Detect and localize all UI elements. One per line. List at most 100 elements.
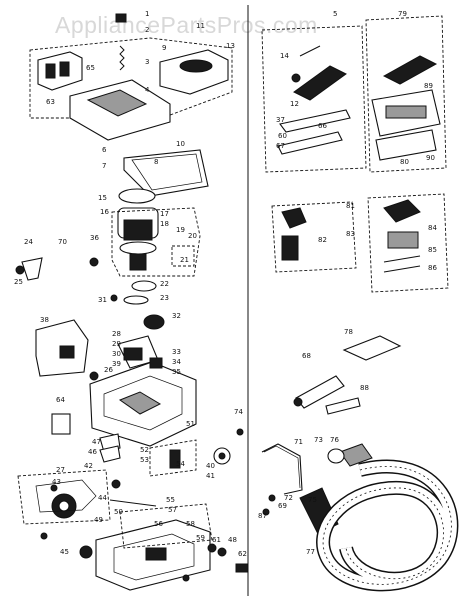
label-part-10: 10 <box>176 140 185 148</box>
part-screw <box>291 73 301 83</box>
part-screw <box>50 484 58 492</box>
label-part-1: 1 <box>145 10 149 18</box>
part-dust-brush <box>383 199 421 223</box>
part-tank-inner <box>103 375 183 431</box>
part-screw <box>217 547 227 557</box>
label-part-49: 49 <box>94 516 103 524</box>
part-screw <box>207 543 217 553</box>
label-part-59: 59 <box>196 534 205 542</box>
label-part-4: 4 <box>145 86 150 94</box>
part-dark-insert <box>45 63 56 79</box>
label-part-30: 30 <box>112 350 121 358</box>
part-hose-elbow <box>261 443 303 495</box>
label-part-6: 6 <box>102 146 107 154</box>
label-part-48: 48 <box>228 536 237 544</box>
part-tank-core <box>118 391 162 415</box>
label-part-39: 39 <box>112 360 121 368</box>
label-part-55: 55 <box>166 496 175 504</box>
group-box-detail <box>149 439 197 477</box>
label-part-71: 71 <box>294 438 303 446</box>
part-screw <box>236 428 244 436</box>
part-latch <box>99 445 121 463</box>
label-part-16: 16 <box>100 208 109 216</box>
label-part-11: 11 <box>196 22 205 30</box>
part-number-labels: 1 2 3 4 5 6 7 8 9 10 11 12 13 14 15 16 1… <box>14 10 437 558</box>
label-part-90: 90 <box>426 154 435 162</box>
label-part-85: 85 <box>428 246 437 254</box>
label-part-42: 42 <box>84 462 93 470</box>
label-part-76: 76 <box>330 436 339 444</box>
part-tool-88 <box>325 397 361 415</box>
part-spring <box>119 45 125 71</box>
part-coupling <box>339 443 373 467</box>
label-part-34: 34 <box>172 358 181 366</box>
part-crevice-tool <box>281 207 307 229</box>
part-ring <box>327 448 345 464</box>
label-part-23: 23 <box>160 294 169 302</box>
label-part-88: 88 <box>360 384 369 392</box>
part-screw <box>110 294 118 302</box>
part-switch <box>169 449 181 469</box>
label-part-80: 80 <box>400 158 409 166</box>
part-screw <box>268 494 276 502</box>
group-box-tool-83 <box>367 193 449 293</box>
label-part-61: 61 <box>212 536 221 544</box>
label-part-82: 82 <box>318 236 327 244</box>
label-part-81: 81 <box>346 202 355 210</box>
label-part-69: 69 <box>278 502 287 510</box>
part-strip <box>383 255 421 263</box>
part-brush-strip <box>279 109 351 133</box>
part-hose-coil-inner <box>317 461 457 590</box>
label-part-51: 51 <box>186 420 195 428</box>
part-motor-core <box>123 219 153 241</box>
label-part-8: 8 <box>154 158 158 166</box>
part-motor-base <box>119 241 157 255</box>
part-fan-blade <box>123 347 143 361</box>
part-caster-frame <box>35 479 97 513</box>
part-screw <box>40 532 48 540</box>
part-wand-tip <box>293 397 303 407</box>
label-part-38: 38 <box>40 316 49 324</box>
part-tray-inner <box>113 533 195 581</box>
part-filter <box>51 413 71 435</box>
label-part-31: 31 <box>98 296 107 304</box>
label-part-9: 9 <box>162 44 166 52</box>
label-part-66: 66 <box>318 122 327 130</box>
label-part-86: 86 <box>428 264 437 272</box>
label-part-5: 5 <box>333 10 337 18</box>
label-part-13: 13 <box>226 42 235 50</box>
label-part-44: 44 <box>98 494 107 502</box>
group-box-motor <box>111 207 201 277</box>
label-part-53: 53 <box>140 456 149 464</box>
part-rod <box>109 499 157 507</box>
part-clip-inner <box>131 153 203 191</box>
group-box-tool-81 <box>271 201 357 273</box>
label-part-24: 24 <box>24 238 33 246</box>
label-part-36: 36 <box>90 234 99 242</box>
group-box-tool-79 <box>365 15 447 173</box>
part-brush-body <box>281 235 299 261</box>
label-part-63: 63 <box>46 98 55 106</box>
label-part-28: 28 <box>112 330 121 338</box>
label-part-40: 40 <box>206 462 215 470</box>
label-part-58: 58 <box>186 520 195 528</box>
label-part-37: 37 <box>276 116 285 124</box>
part-screw <box>89 371 99 381</box>
label-part-73: 73 <box>314 436 323 444</box>
part-screw <box>111 479 121 489</box>
part-ring <box>123 295 149 305</box>
label-part-20: 20 <box>188 232 197 240</box>
label-part-83: 83 <box>346 230 355 238</box>
label-part-18: 18 <box>160 220 169 228</box>
label-part-32: 32 <box>172 312 181 320</box>
label-part-2: 2 <box>145 26 149 34</box>
label-part-21: 21 <box>180 256 189 264</box>
part-screw <box>15 265 25 275</box>
part-caster-hub <box>58 500 70 512</box>
label-part-65: 65 <box>86 64 95 72</box>
label-part-68: 68 <box>302 352 311 360</box>
label-part-52: 52 <box>140 446 149 454</box>
label-part-84: 84 <box>428 224 437 232</box>
